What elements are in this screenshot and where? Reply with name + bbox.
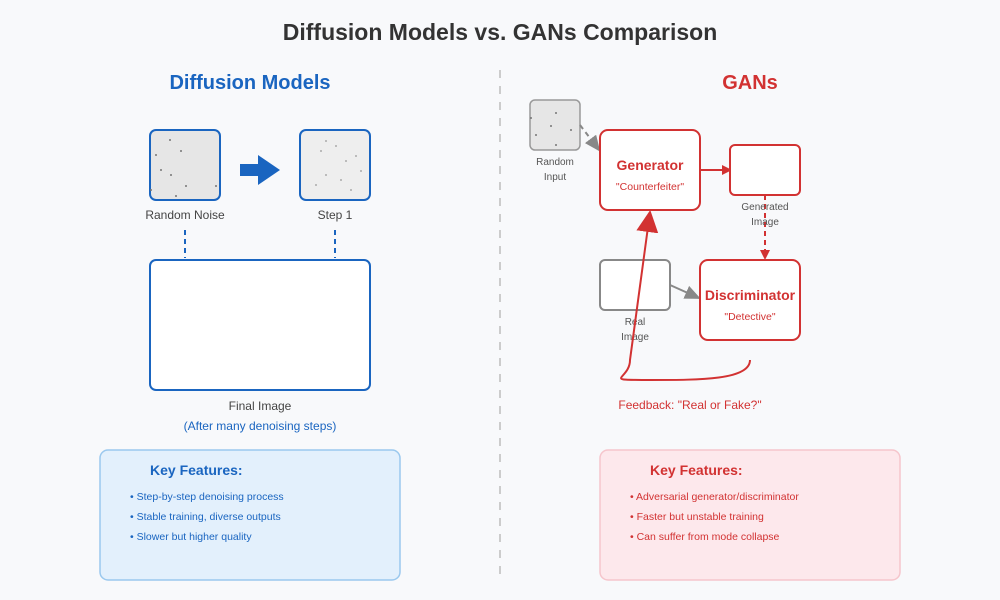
generator-node: Generator "Counterfeiter" <box>599 129 701 211</box>
gans-feature-item: • Adversarial generator/discriminator <box>630 491 799 503</box>
gans-features-panel: Key Features: • Adversarial generator/di… <box>599 449 901 581</box>
random-noise-label: Random Noise <box>145 208 225 222</box>
generated-image-label: Generated <box>741 202 788 213</box>
input-to-generator-arrow <box>579 124 601 152</box>
diffusion-feature-item: • Slower but higher quality <box>130 531 252 543</box>
random-input-label: Random <box>536 157 574 168</box>
feedback-label: Feedback: "Real or Fake?" <box>618 398 761 412</box>
discriminator-node: Discriminator "Detective" <box>699 259 801 341</box>
random-input-label: Input <box>544 172 566 183</box>
generator-subtitle: "Counterfeiter" <box>616 181 684 193</box>
step1-label: Step 1 <box>318 208 353 222</box>
real-image-box <box>599 259 671 311</box>
final-image-label: Final Image <box>229 399 292 413</box>
discriminator-title: Discriminator <box>705 287 796 303</box>
page-title: Diffusion Models vs. GANs Comparison <box>283 19 718 45</box>
final-image-box <box>149 259 371 391</box>
generated-image-box <box>729 144 801 196</box>
feedback-loop-arrow <box>620 210 751 381</box>
gans-feature-item: • Can suffer from mode collapse <box>630 531 780 543</box>
real-to-discriminator-arrow <box>669 284 701 299</box>
generator-title: Generator <box>617 157 684 173</box>
generated-image-label: Image <box>751 217 779 228</box>
discriminator-subtitle: "Detective" <box>724 311 775 323</box>
diffusion-features-panel: Key Features: • Step-by-step denoising p… <box>99 449 401 581</box>
gans-heading: GANs <box>722 72 778 94</box>
diffusion-heading: Diffusion Models <box>169 72 330 94</box>
final-image-sublabel: (After many denoising steps) <box>184 419 337 433</box>
forward-arrow-icon <box>240 155 280 185</box>
gans-features-title: Key Features: <box>650 462 743 478</box>
real-image-label: Image <box>621 332 649 343</box>
diffusion-feature-item: • Step-by-step denoising process <box>130 491 284 503</box>
random-input-box <box>529 99 581 151</box>
random-noise-box <box>149 129 221 201</box>
diffusion-feature-item: • Stable training, diverse outputs <box>130 511 281 523</box>
gans-feature-item: • Faster but unstable training <box>630 511 764 523</box>
diffusion-features-title: Key Features: <box>150 462 243 478</box>
step1-box <box>299 129 371 201</box>
